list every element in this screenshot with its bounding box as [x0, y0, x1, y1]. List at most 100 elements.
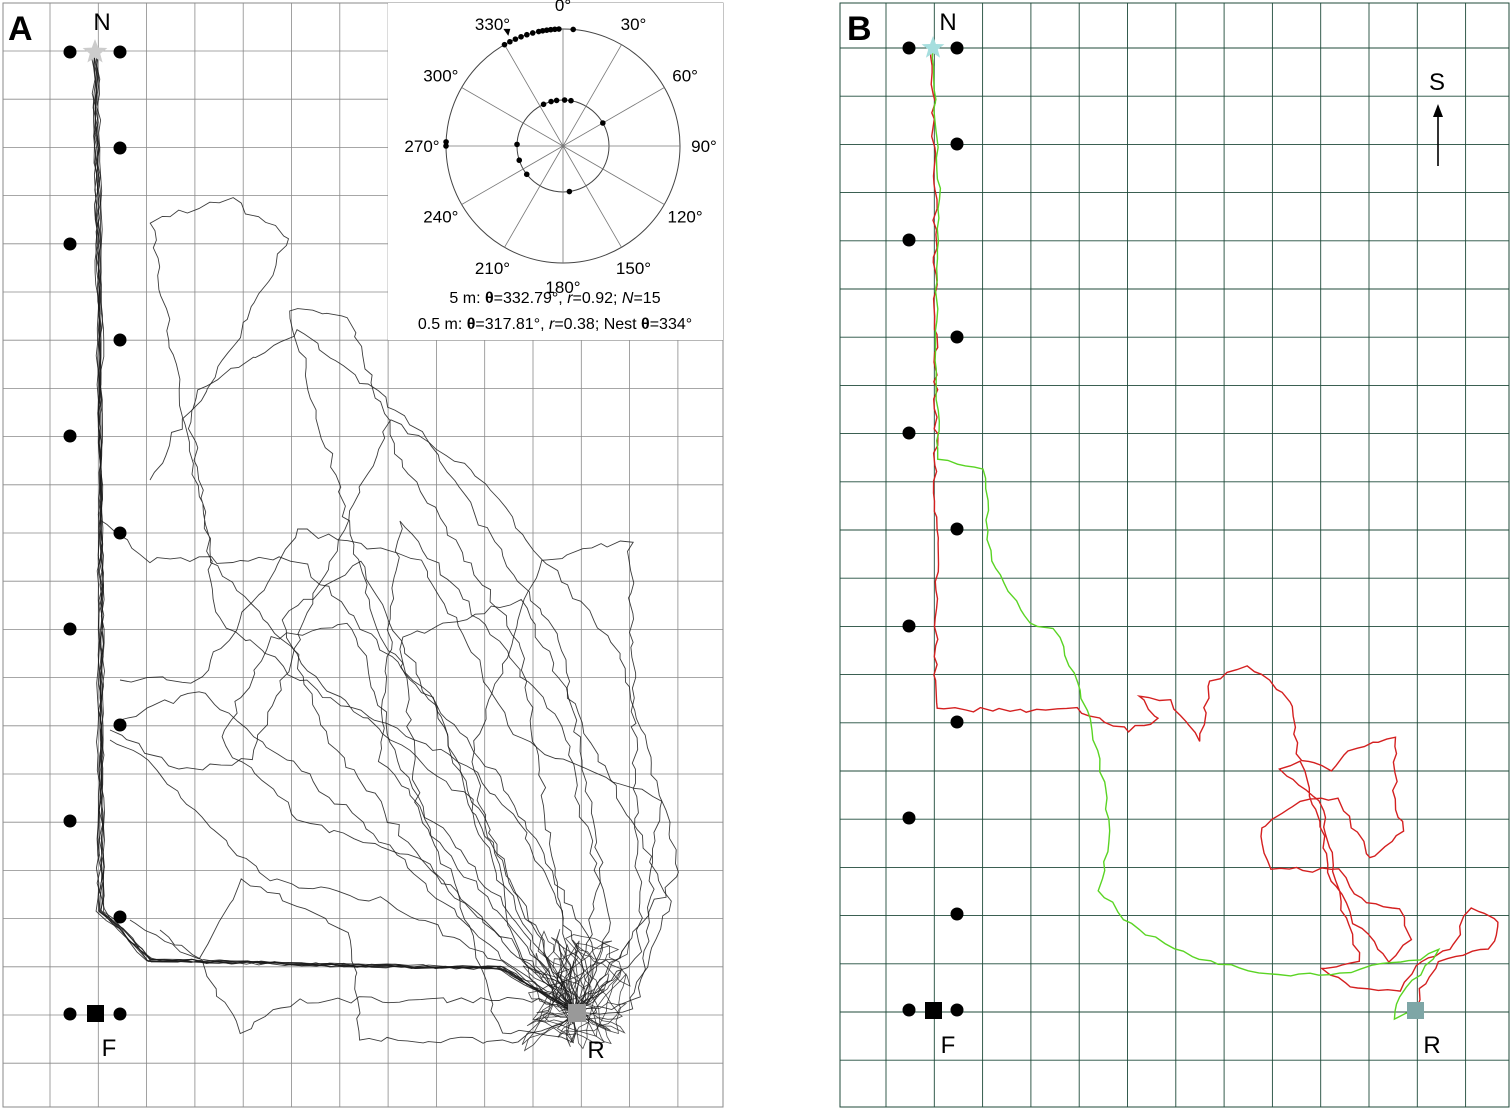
panel-b-frame: [839, 2, 1510, 1108]
homing-search-track: [99, 519, 575, 1015]
panel-a: 0°30°60°90°120°150°180°210°240°270°300°3…: [2, 0, 724, 1108]
landmark-marker: [113, 718, 127, 732]
panel-a-tracks: [90, 51, 679, 1052]
heading-dot-0-5m: [548, 98, 554, 105]
homing-search-track: [109, 739, 576, 1012]
heading-dot-5m: [547, 26, 554, 33]
landmark-marker: [950, 330, 964, 344]
homing-search-track: [281, 560, 578, 1016]
heading-dot-0-5m: [523, 171, 530, 178]
feeder-label-b: F: [941, 1032, 956, 1059]
polar-angle-label: 180°: [545, 278, 580, 297]
polar-angle-label: 90°: [691, 137, 717, 156]
polar-angle-label: 330°: [475, 15, 510, 34]
heading-dot-0-5m: [514, 141, 520, 148]
polar-inset-background: [388, 3, 723, 340]
homing-search-track: [399, 598, 672, 1017]
release-search-track: [541, 928, 626, 1034]
polar-angle-label: 120°: [668, 208, 703, 227]
heading-dot-5m: [529, 30, 536, 36]
polar-spoke: [562, 145, 622, 248]
release-search-track: [572, 939, 631, 1014]
polar-angle-label: 60°: [672, 67, 698, 86]
homing-search-track: [149, 329, 604, 1014]
heading-dot-5m: [518, 33, 524, 40]
homing-search-track: [109, 419, 679, 1013]
panel-b: B N F R S: [839, 2, 1510, 1108]
landmark-marker: [950, 522, 964, 536]
homing-search-track: [119, 691, 578, 1014]
homing-search-track: [149, 197, 590, 1014]
heading-dot-0-5m: [561, 97, 568, 103]
polar-angle-label: 300°: [423, 67, 458, 86]
track-red: [929, 46, 1499, 1011]
polar-angle-label: 30°: [621, 15, 647, 34]
landmark-marker: [902, 619, 916, 633]
heading-dot-5m: [443, 139, 449, 145]
nest-direction-arrow-icon: [503, 28, 511, 36]
release-search-track: [528, 940, 630, 1031]
release-search-track: [521, 952, 590, 1050]
feeder-square-icon: [925, 1002, 942, 1019]
landmark-marker: [113, 1007, 127, 1021]
panel-a-markers: [63, 39, 586, 1022]
polar-spoke: [562, 87, 665, 147]
polar-spoke: [562, 44, 622, 147]
landmark-marker: [902, 1003, 916, 1017]
homing-search-track: [119, 528, 663, 1016]
release-square-icon: [1407, 1002, 1424, 1019]
landmark-marker: [113, 45, 127, 59]
release-search-track: [542, 950, 628, 1037]
nest-label-a: N: [93, 9, 110, 36]
nest-star-icon: [82, 39, 108, 63]
landmark-marker: [902, 811, 916, 825]
landmark-marker: [950, 137, 964, 151]
polar-spoke: [562, 145, 665, 205]
landmark-marker: [950, 41, 964, 55]
homing-search-track: [159, 929, 579, 1035]
landmark-marker: [63, 429, 77, 443]
polar-stats-line2: 0.5 m: θ=317.81°, r=0.38; Nest θ=334°: [418, 316, 692, 333]
polar-plot: 0°30°60°90°120°150°180°210°240°270°300°3…: [404, 0, 716, 297]
landmark-marker: [902, 426, 916, 440]
nest-star-icon: [921, 36, 945, 58]
release-search-track: [523, 943, 623, 1052]
panel-b-tracks: [929, 46, 1499, 1021]
landmark-marker: [113, 526, 127, 540]
panel-b-markers: [902, 36, 1424, 1019]
landmark-marker: [63, 45, 77, 59]
nest-label-b: N: [939, 9, 956, 36]
heading-dot-5m: [507, 38, 513, 45]
release-search-track: [552, 934, 613, 1014]
panel-a-letter: A: [8, 10, 33, 48]
heading-dot-5m: [443, 143, 449, 149]
homing-search-track: [129, 878, 576, 1044]
landmark-marker: [950, 715, 964, 729]
panel-b-letter: B: [847, 10, 872, 48]
heading-dot-0-5m: [553, 97, 560, 104]
compass-arrow-head-icon: [1433, 104, 1443, 117]
polar-stats-line1: 5 m: θ=332.79°, r=0.92; N=15: [449, 290, 660, 307]
homing-search-track: [221, 622, 578, 1044]
compass-arrow: S: [1429, 69, 1445, 166]
feeder-label-a: F: [102, 1035, 117, 1062]
landmark-marker: [902, 233, 916, 247]
heading-dot-5m: [556, 26, 562, 32]
release-search-track: [537, 930, 580, 1014]
heading-dot-5m: [524, 31, 530, 38]
heading-dot-5m: [512, 36, 519, 42]
heading-dot-0-5m: [566, 188, 573, 195]
heading-dot-0-5m: [516, 157, 523, 164]
polar-angle-label: 150°: [616, 259, 651, 278]
polar-angle-label: 0°: [555, 0, 571, 15]
polar-angle-label: 240°: [423, 208, 458, 227]
landmark-marker: [63, 237, 77, 251]
release-square-icon: [568, 1004, 586, 1022]
landmark-marker: [63, 622, 77, 636]
heading-dot-0-5m: [540, 101, 547, 108]
landmark-marker: [950, 1003, 964, 1017]
homing-search-track: [471, 540, 643, 1014]
release-label-b: R: [1423, 1032, 1440, 1059]
landmark-marker: [113, 141, 127, 155]
homing-search-track: [377, 520, 611, 1014]
